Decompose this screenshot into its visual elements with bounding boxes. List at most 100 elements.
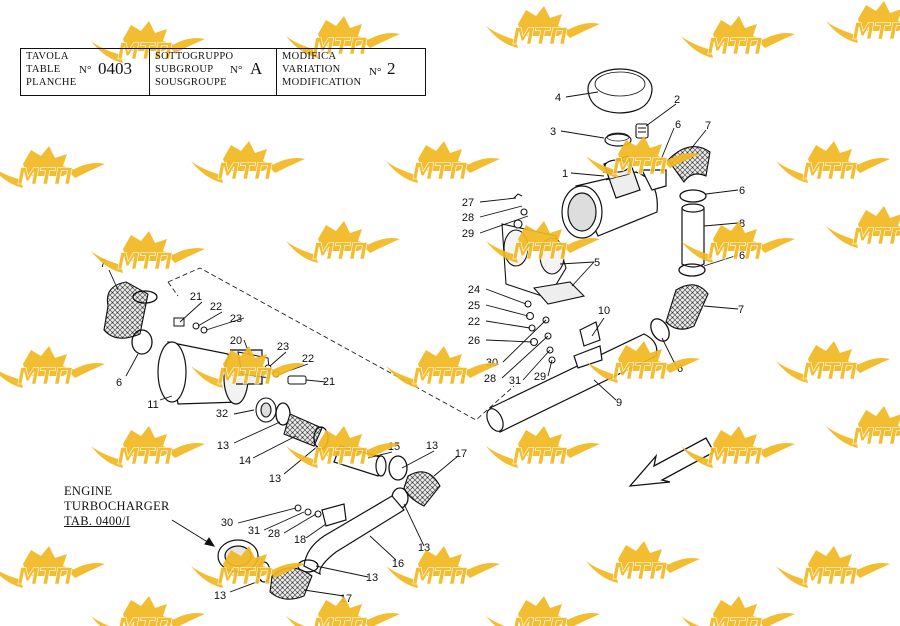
wing-icon (0, 171, 23, 188)
wing-icon (854, 158, 890, 173)
callout-13: 13 (269, 473, 281, 485)
watermark-text: МТП (512, 445, 567, 470)
gear-icon (518, 6, 570, 36)
wing-icon (586, 561, 618, 583)
intake-elbow-lower (665, 284, 709, 330)
wing-icon (69, 563, 105, 578)
watermark-logo: МТП (386, 346, 500, 390)
watermark-logo: МТП (776, 341, 890, 385)
watermark-text: МТП (612, 360, 667, 385)
elbow-17-upper (403, 471, 441, 507)
gear-icon (418, 546, 470, 576)
elbow-clamp-mid (650, 318, 670, 342)
title-block: TAVOLA TABLE PLANCHE N° 0403 SOTTOGRUPPO… (20, 48, 426, 96)
indicator-valve (635, 123, 649, 139)
wing-icon (664, 153, 700, 168)
watermark-text: МТП (412, 160, 467, 185)
watermark-logo: МТП (486, 596, 600, 626)
watermark-text: МТП (117, 250, 172, 275)
callout-20: 20 (230, 335, 242, 347)
intake-clamp-upper (679, 189, 707, 203)
callout-28: 28 (268, 528, 280, 540)
callout-9: 9 (616, 397, 622, 409)
watermark-text: МТП (612, 560, 667, 585)
wing-icon (91, 616, 110, 626)
watermark-text: МТП (707, 35, 762, 60)
watermark-logo: МТП (386, 546, 500, 590)
callout-6: 6 (675, 119, 681, 131)
watermark-text: МТП (117, 445, 172, 470)
watermark-text: МТП (707, 445, 762, 470)
gear-icon (518, 596, 570, 626)
watermark-logo: МТП (826, 1, 900, 45)
gear-icon (713, 596, 765, 626)
callout-13: 13 (426, 440, 438, 452)
gear-icon (713, 221, 765, 251)
wing-icon (776, 361, 808, 383)
wing-icon (386, 366, 418, 388)
watermark-text: МТП (117, 40, 172, 65)
wing-icon (169, 248, 205, 263)
wing-icon (776, 566, 808, 588)
watermark-logo: МТП (826, 406, 900, 450)
wing-icon (486, 241, 518, 263)
wing-icon (464, 563, 500, 578)
wing-icon (269, 563, 305, 578)
wing-icon (486, 616, 505, 626)
gear-icon (223, 546, 275, 576)
callout-13: 13 (366, 572, 378, 584)
watermark-logo: МТП (286, 221, 400, 265)
wing-icon (0, 371, 23, 388)
gear-icon (418, 346, 470, 376)
wing-icon (564, 613, 600, 626)
wing-icon (286, 241, 318, 263)
watermark-logo: МТП (586, 136, 700, 180)
gear-icon (618, 341, 670, 371)
watermark-logo: МТП (286, 16, 400, 60)
reference-arrow (171, 519, 216, 547)
wing-icon (564, 238, 600, 253)
wing-icon (0, 571, 23, 588)
callout-6: 6 (739, 250, 745, 262)
watermark-text: МТП (852, 225, 900, 250)
wing-icon (681, 616, 700, 626)
tavola-no-label: N° (79, 64, 92, 76)
watermark-logo: МТП (0, 546, 105, 590)
wing-icon (169, 38, 205, 53)
gear-icon (318, 221, 370, 251)
watermark-text: МТП (312, 35, 367, 60)
wing-icon (69, 363, 105, 378)
watermark-text: МТП (612, 155, 667, 180)
air-filter-cover (587, 68, 653, 114)
gear-icon (23, 546, 75, 576)
gear-icon (123, 426, 175, 456)
wing-icon (191, 366, 223, 388)
watermark-text: МТП (852, 425, 900, 450)
wing-icon (486, 446, 518, 468)
callout-21: 21 (190, 291, 202, 303)
gear-icon (318, 16, 370, 46)
wing-icon (169, 443, 205, 458)
watermark-text: МТП (17, 165, 72, 190)
callout-24: 24 (468, 284, 480, 296)
wing-icon (364, 238, 400, 253)
watermark-text: МТП (802, 160, 857, 185)
reference-note-line-3: TAB. 0400/I (64, 514, 131, 528)
watermark-text: МТП (312, 445, 367, 470)
watermark-logo: МТП (191, 346, 305, 390)
callout-29: 29 (462, 228, 474, 240)
wing-icon (759, 33, 795, 48)
gear-icon (713, 16, 765, 46)
modification-cell: MODIFICA VARIATION MODIFICATION N° 2 (277, 49, 425, 95)
left-clamp-6 (131, 329, 153, 355)
gear-icon (808, 141, 860, 171)
watermark-text: МТП (17, 565, 72, 590)
callout-13: 13 (214, 590, 226, 602)
watermark-text: МТП (117, 615, 172, 626)
watermark-text: МТП (852, 20, 900, 45)
wing-icon (854, 358, 890, 373)
gear-icon (618, 541, 670, 571)
watermark-logo: МТП (776, 546, 890, 590)
